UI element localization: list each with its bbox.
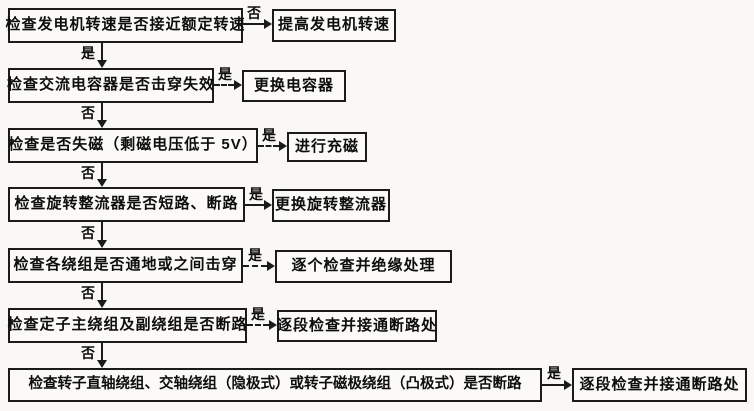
branch-arrow-line-2 bbox=[214, 84, 234, 86]
arrowhead-down-icon bbox=[97, 60, 107, 68]
arrowhead-down-icon bbox=[97, 120, 107, 128]
action-box-insulation-treatment: 逐个检查并绝缘处理 bbox=[275, 250, 452, 283]
down-label-6: 否 bbox=[81, 345, 95, 361]
branch-label-6: 是 bbox=[251, 306, 265, 322]
arrowhead-down-icon bbox=[97, 360, 107, 368]
branch-arrow-line-3 bbox=[258, 145, 279, 147]
branch-label-4: 是 bbox=[249, 186, 263, 202]
check-box-rotating-rectifier: 检查旋转整流器是否短路、断路 bbox=[8, 187, 245, 222]
check-box-winding-ground: 检查各绕组是否通地或之间击穿 bbox=[8, 248, 243, 283]
branch-label-5: 是 bbox=[248, 247, 262, 263]
check-box-rotor-windings: 检查转子直轴绕组、交轴绕组（隐极式）或转子磁极绕组（凸极式）是否断路 bbox=[8, 368, 542, 402]
action-box-replace-capacitor: 更换电容器 bbox=[242, 70, 346, 102]
check-box-generator-speed: 检查发电机转速是否接近额定转速 bbox=[6, 8, 245, 43]
down-label-1: 是 bbox=[81, 45, 95, 61]
arrowhead-right-icon bbox=[264, 19, 272, 29]
arrowhead-right-icon bbox=[269, 320, 277, 330]
down-label-2: 否 bbox=[81, 105, 95, 121]
arrowhead-down-icon bbox=[97, 179, 107, 187]
branch-arrow-line-1 bbox=[243, 23, 265, 25]
arrowhead-down-icon bbox=[97, 300, 107, 308]
branch-label-7: 是 bbox=[547, 365, 561, 381]
arrowhead-right-icon bbox=[279, 141, 287, 151]
arrowhead-right-icon bbox=[267, 261, 275, 271]
branch-arrow-line-5 bbox=[243, 265, 267, 267]
action-box-reconnect-break-1: 逐段检查并接通断路处 bbox=[277, 310, 437, 342]
action-box-replace-rectifier: 更换旋转整流器 bbox=[272, 189, 390, 222]
check-box-demagnetized: 检查是否失磁（剩磁电压低于 5V） bbox=[8, 128, 258, 163]
check-box-stator-windings: 检查定子主绕组及副绕组是否断路 bbox=[8, 308, 247, 343]
branch-arrow-line-4 bbox=[245, 204, 264, 206]
arrowhead-down-icon bbox=[97, 240, 107, 248]
branch-label-2: 是 bbox=[218, 66, 232, 82]
down-arrow-line-6 bbox=[101, 343, 103, 360]
branch-label-1: 否 bbox=[247, 5, 261, 21]
down-arrow-line-2 bbox=[101, 103, 103, 120]
check-box-ac-capacitor: 检查交流电容器是否击穿失效 bbox=[7, 68, 214, 103]
arrowhead-right-icon bbox=[564, 380, 572, 390]
down-arrow-line-1 bbox=[101, 43, 103, 60]
down-arrow-line-5 bbox=[101, 283, 103, 300]
action-box-magnetize: 进行充磁 bbox=[287, 132, 367, 162]
down-label-5: 否 bbox=[81, 285, 95, 301]
arrowhead-right-icon bbox=[264, 200, 272, 210]
action-box-reconnect-break-2: 逐段检查并接通断路处 bbox=[572, 368, 747, 402]
arrowhead-right-icon bbox=[234, 80, 242, 90]
branch-arrow-line-7 bbox=[542, 384, 564, 386]
down-label-4: 否 bbox=[81, 225, 95, 241]
branch-label-3: 是 bbox=[262, 127, 276, 143]
down-arrow-line-4 bbox=[101, 222, 103, 240]
branch-arrow-line-6 bbox=[247, 324, 269, 326]
down-label-3: 否 bbox=[81, 165, 95, 181]
down-arrow-line-3 bbox=[101, 163, 103, 179]
action-box-raise-speed: 提高发电机转速 bbox=[272, 9, 396, 42]
